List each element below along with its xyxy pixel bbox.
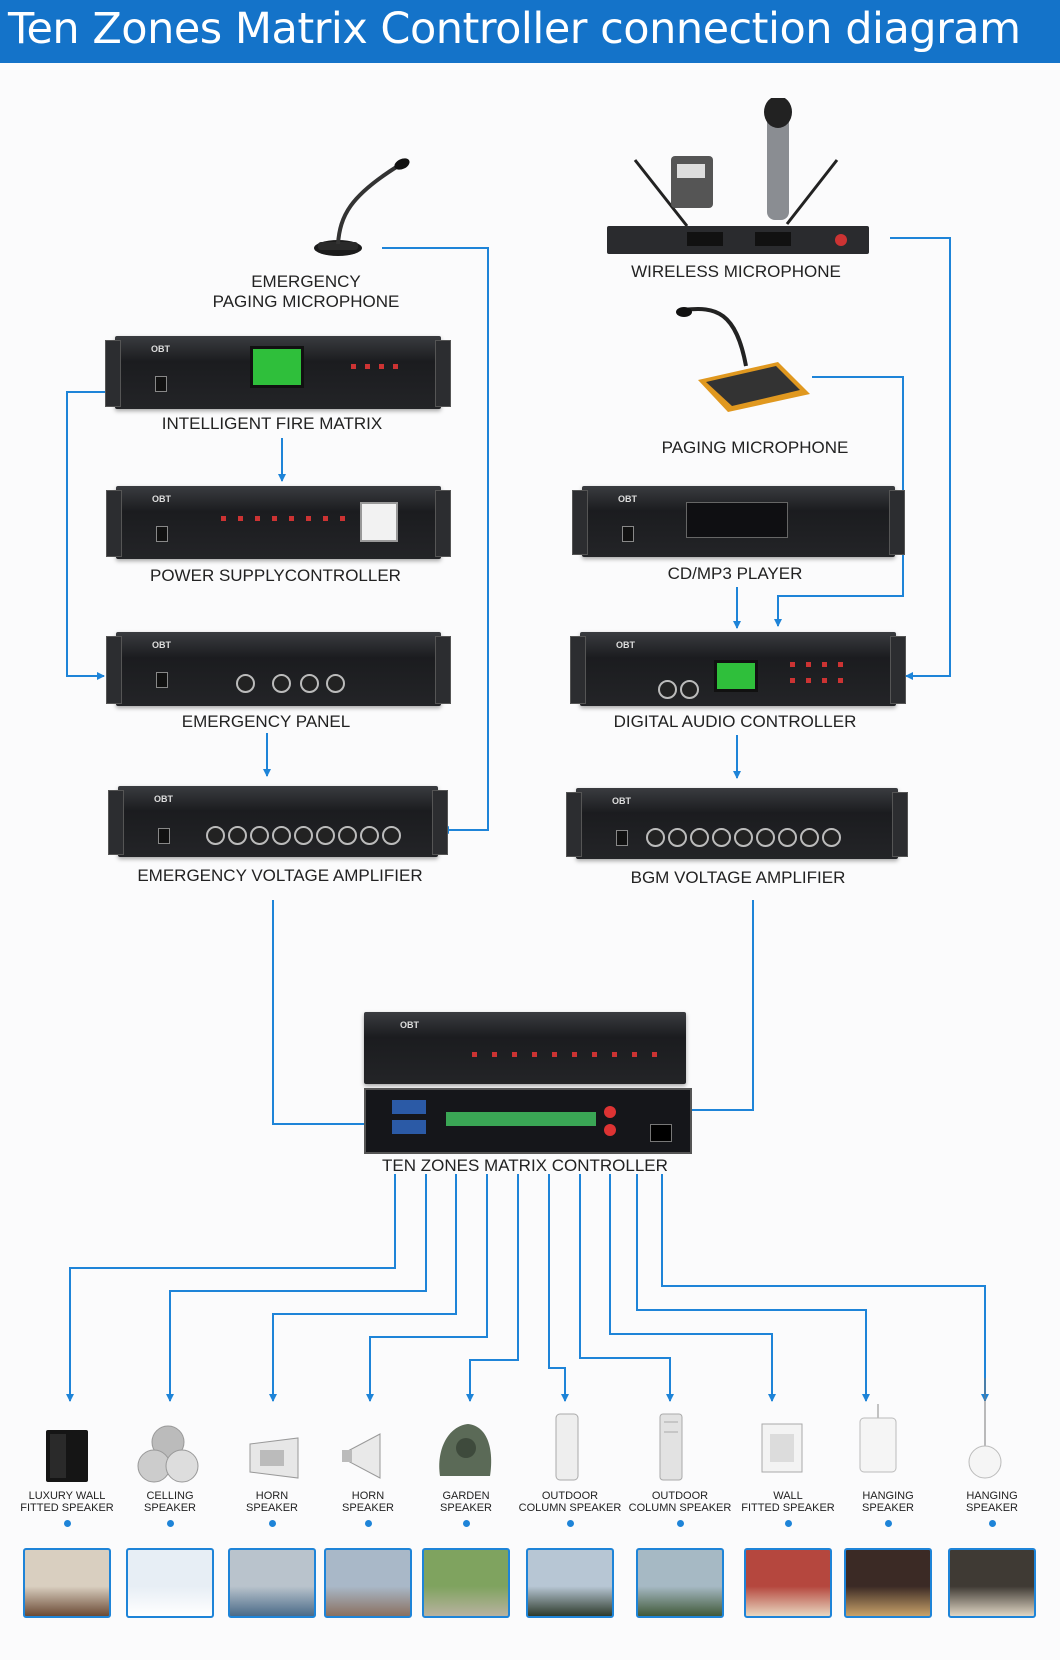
- park-scene: [636, 1548, 724, 1618]
- bgm-amp-device: OBT: [566, 788, 908, 859]
- wire-zone-3: [269, 1174, 457, 1402]
- wire-pmic-to-dac: [774, 376, 904, 627]
- outdoor-pole-scene: [526, 1548, 614, 1618]
- speaker-label-9: HANGING SPEAKER: [862, 1490, 914, 1514]
- speaker-label-5: GARDEN SPEAKER: [440, 1490, 492, 1514]
- wire-wmic-to-dac: [890, 237, 951, 680]
- horn-box-icon: [249, 1437, 299, 1479]
- speaker-label-3: HORN SPEAKER: [246, 1490, 298, 1514]
- wire-zone-2: [166, 1174, 427, 1402]
- wire-zone-1: [66, 1174, 396, 1402]
- zone-dot-3: [269, 1520, 276, 1527]
- street-horn-scene: [324, 1548, 412, 1618]
- wire-epmic-to-eamp: [382, 247, 489, 834]
- fire-matrix-device: OBT: [105, 336, 451, 409]
- zone-dot-10: [989, 1520, 996, 1527]
- speaker-label-2: CELLING SPEAKER: [144, 1490, 196, 1514]
- wireless-microphone-icon: [607, 98, 869, 254]
- wireless-mic-label: WIRELESS MICROPHONE: [631, 262, 841, 281]
- box-speaker-icon: [46, 1430, 88, 1482]
- column-speaker-icon: [555, 1413, 579, 1481]
- fire-matrix-label: INTELLIGENT FIRE MATRIX: [161, 414, 383, 433]
- speaker-label-7: OUTDOOR COLUMN SPEAKER: [628, 1490, 732, 1514]
- pendant-globe-icon: [968, 1378, 1002, 1479]
- wire-fire-to-panel: [66, 391, 105, 680]
- garden-scene: [422, 1548, 510, 1618]
- title-bar: Ten Zones Matrix Controller connection d…: [0, 0, 1060, 63]
- wire-zone-10: [661, 1174, 989, 1402]
- wire-zone-6: [548, 1174, 569, 1402]
- zone-dot-8: [785, 1520, 792, 1527]
- emergency-paging-mic-label: EMERGENCY PAGING MICROPHONE: [212, 272, 400, 311]
- speaker-label-8: WALL FITTED SPEAKER: [741, 1490, 835, 1514]
- wire-zone-8: [609, 1174, 776, 1402]
- matrix-rear-panel: [364, 1088, 692, 1154]
- gooseneck-microphone-icon: [314, 158, 410, 256]
- emergency-amp-label: EMERGENCY VOLTAGE AMPLIFIER: [137, 866, 423, 885]
- wall-speaker-icon: [761, 1423, 803, 1473]
- cd-player-label: CD/MP3 PLAYER: [667, 564, 803, 583]
- zone-dot-2: [167, 1520, 174, 1527]
- bgm-amp-label: BGM VOLTAGE AMPLIFIER: [630, 868, 846, 887]
- power-supply-label: POWER SUPPLYCONTROLLER: [150, 566, 401, 585]
- column-speaker-icon-2: [659, 1413, 683, 1481]
- wire-zone-7: [579, 1174, 674, 1402]
- zone-dot-1: [64, 1520, 71, 1527]
- zone-dot-5: [463, 1520, 470, 1527]
- conference-room-scene: [23, 1548, 111, 1618]
- zone-dot-4: [365, 1520, 372, 1527]
- rock-speaker-icon: [439, 1424, 492, 1476]
- matrix-front-device: OBT: [364, 1012, 686, 1084]
- factory-scene: [228, 1548, 316, 1618]
- zone-dot-7: [677, 1520, 684, 1527]
- paging-microphone-icon: [676, 307, 810, 412]
- digital-audio-controller-device: OBT: [570, 632, 906, 706]
- speaker-label-1: LUXURY WALL FITTED SPEAKER: [20, 1490, 114, 1514]
- power-supply-device: OBT: [106, 486, 451, 559]
- wire-zone-5: [466, 1174, 519, 1402]
- paging-mic-label: PAGING MICROPHONE: [661, 438, 849, 457]
- matrix-label: TEN ZONES MATRIX CONTROLLER: [382, 1156, 668, 1175]
- zone-dot-9: [885, 1520, 892, 1527]
- page-title: Ten Zones Matrix Controller connection d…: [8, 4, 1021, 54]
- hotel-corridor-scene: [948, 1548, 1036, 1618]
- horn-trumpet-icon: [342, 1433, 381, 1479]
- shop-scene: [744, 1548, 832, 1618]
- emergency-panel-label: EMERGENCY PANEL: [181, 712, 351, 731]
- pendant-cylinder-icon: [859, 1404, 897, 1473]
- corridor-scene: [844, 1548, 932, 1618]
- speaker-label-4: HORN SPEAKER: [342, 1490, 394, 1514]
- emergency-panel-device: OBT: [106, 632, 451, 706]
- speaker-label-10: HANGING SPEAKER: [966, 1490, 1018, 1514]
- wire-zone-9: [636, 1174, 870, 1402]
- digital-audio-controller-label: DIGITAL AUDIO CONTROLLER: [613, 712, 857, 731]
- emergency-amp-device: OBT: [108, 786, 448, 857]
- ceiling-speaker-icon: [137, 1425, 199, 1483]
- ceiling-light-scene: [126, 1548, 214, 1618]
- cd-player-device: OBT: [572, 486, 905, 557]
- wire-zone-4: [366, 1174, 488, 1402]
- zone-dot-6: [567, 1520, 574, 1527]
- speaker-label-6: OUTDOOR COLUMN SPEAKER: [518, 1490, 622, 1514]
